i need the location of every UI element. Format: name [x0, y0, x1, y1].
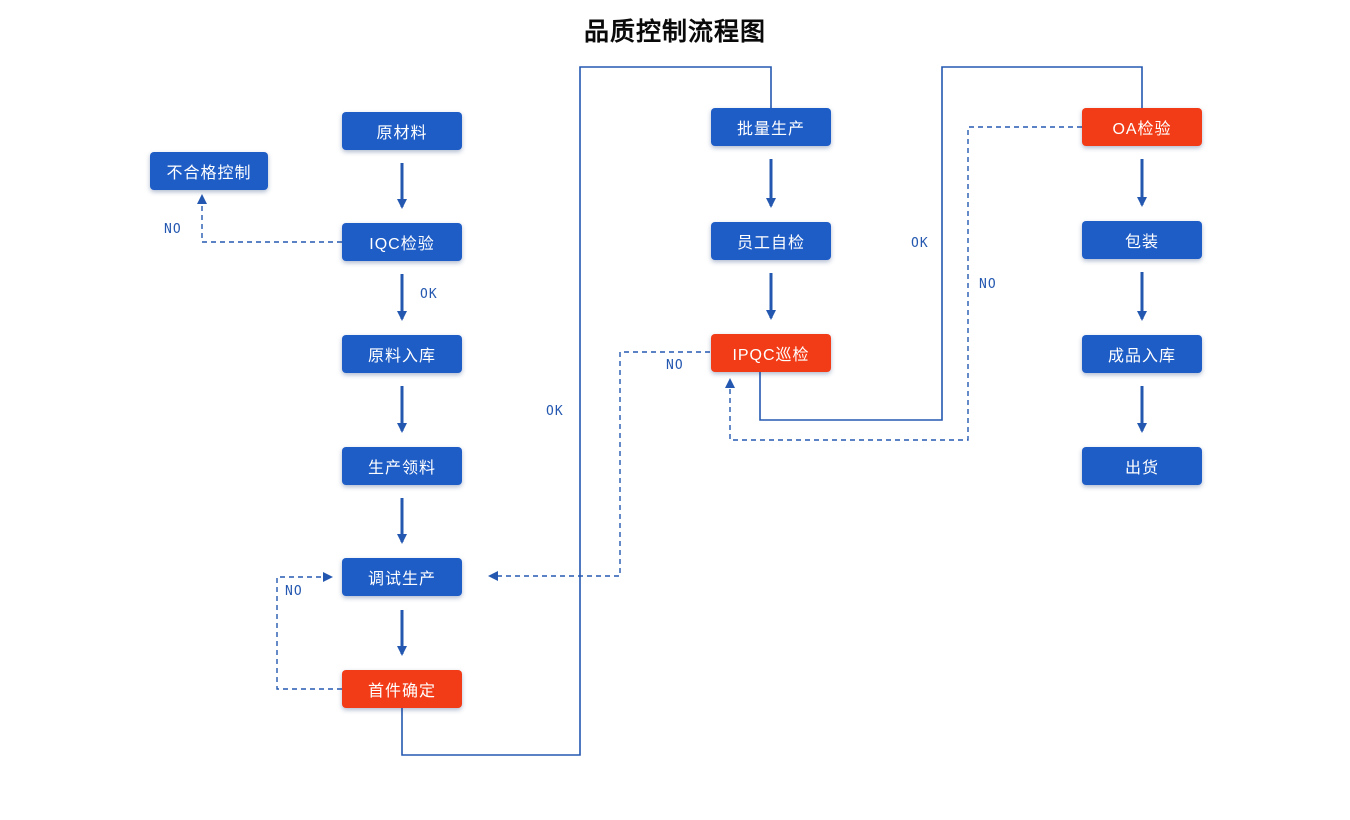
edge-label-ok-ipqc: OK	[911, 236, 929, 251]
edge-label-no-iqc: NO	[164, 222, 182, 237]
node-ipqc-inspection: IPQC巡检	[711, 334, 831, 372]
node-debug-production: 调试生产	[342, 558, 462, 596]
node-batch-production: 批量生产	[711, 108, 831, 146]
node-nonconforming-control: 不合格控制	[150, 152, 268, 190]
node-employee-self-check: 员工自检	[711, 222, 831, 260]
edge-label-no-ipqc: NO	[666, 358, 684, 373]
edge-label-ok-iqc: OK	[420, 287, 438, 302]
edge-label-no-first-article: NO	[285, 584, 303, 599]
node-iqc-inspection: IQC检验	[342, 223, 462, 261]
node-oa-inspection: OA检验	[1082, 108, 1202, 146]
node-production-picking: 生产领料	[342, 447, 462, 485]
node-finished-goods-storage: 成品入库	[1082, 335, 1202, 373]
edge-ipqc-no-to-debug-production	[488, 351, 710, 581]
edge-oa-no-to-ipqc	[725, 126, 1082, 441]
node-shipment: 出货	[1082, 447, 1202, 485]
page-title: 品质控制流程图	[583, 19, 766, 46]
edge-iqc-no-to-nonconforming-control	[197, 194, 342, 243]
edge-first-article-ok-to-batch-production	[401, 66, 772, 756]
node-raw-material-storage: 原料入库	[342, 335, 462, 373]
edge-label-no-oa: NO	[979, 277, 997, 292]
node-raw-material: 原材料	[342, 112, 462, 150]
node-packaging: 包装	[1082, 221, 1202, 259]
node-first-article-confirm: 首件确定	[342, 670, 462, 708]
edge-label-ok-first-article: OK	[546, 404, 564, 419]
